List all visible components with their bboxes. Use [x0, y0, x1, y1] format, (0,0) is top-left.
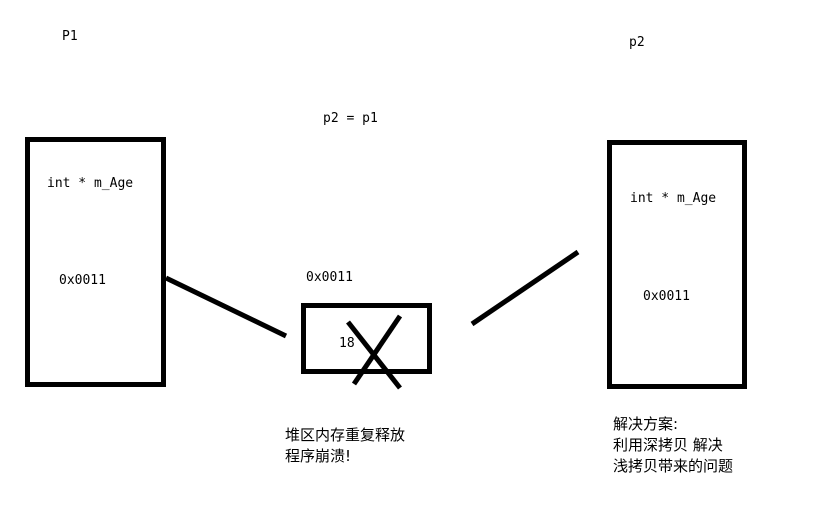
solution-note-line3: 浅拷贝带来的问题 [613, 457, 734, 475]
p1-object-box [25, 137, 166, 387]
p2-object-box [607, 140, 747, 389]
heap-address-label: 0x0011 [306, 270, 353, 285]
p1-pointer-line [164, 275, 288, 339]
problem-note: 堆区内存重复释放 程序崩溃! [285, 425, 405, 467]
p2-pointer-value: 0x0011 [643, 289, 690, 304]
solution-note: 解决方案: 利用深拷贝 解决 浅拷贝带来的问题 [613, 414, 733, 477]
p1-member-label: int * m_Age [47, 176, 134, 191]
problem-note-line2: 程序崩溃! [285, 447, 352, 465]
p2-member-label: int * m_Age [630, 191, 717, 206]
problem-note-line1: 堆区内存重复释放 [285, 426, 406, 444]
p1-label: P1 [62, 29, 78, 44]
solution-note-line2: 利用深拷贝 解决 [613, 436, 723, 454]
solution-note-line1: 解决方案: [613, 415, 679, 433]
p2-label: p2 [629, 35, 645, 50]
p1-pointer-value: 0x0011 [59, 273, 106, 288]
cross-mark-stroke-b [351, 314, 403, 386]
p2-pointer-line [470, 249, 580, 327]
assignment-label: p2 = p1 [323, 111, 378, 126]
heap-value: 18 [339, 336, 355, 351]
